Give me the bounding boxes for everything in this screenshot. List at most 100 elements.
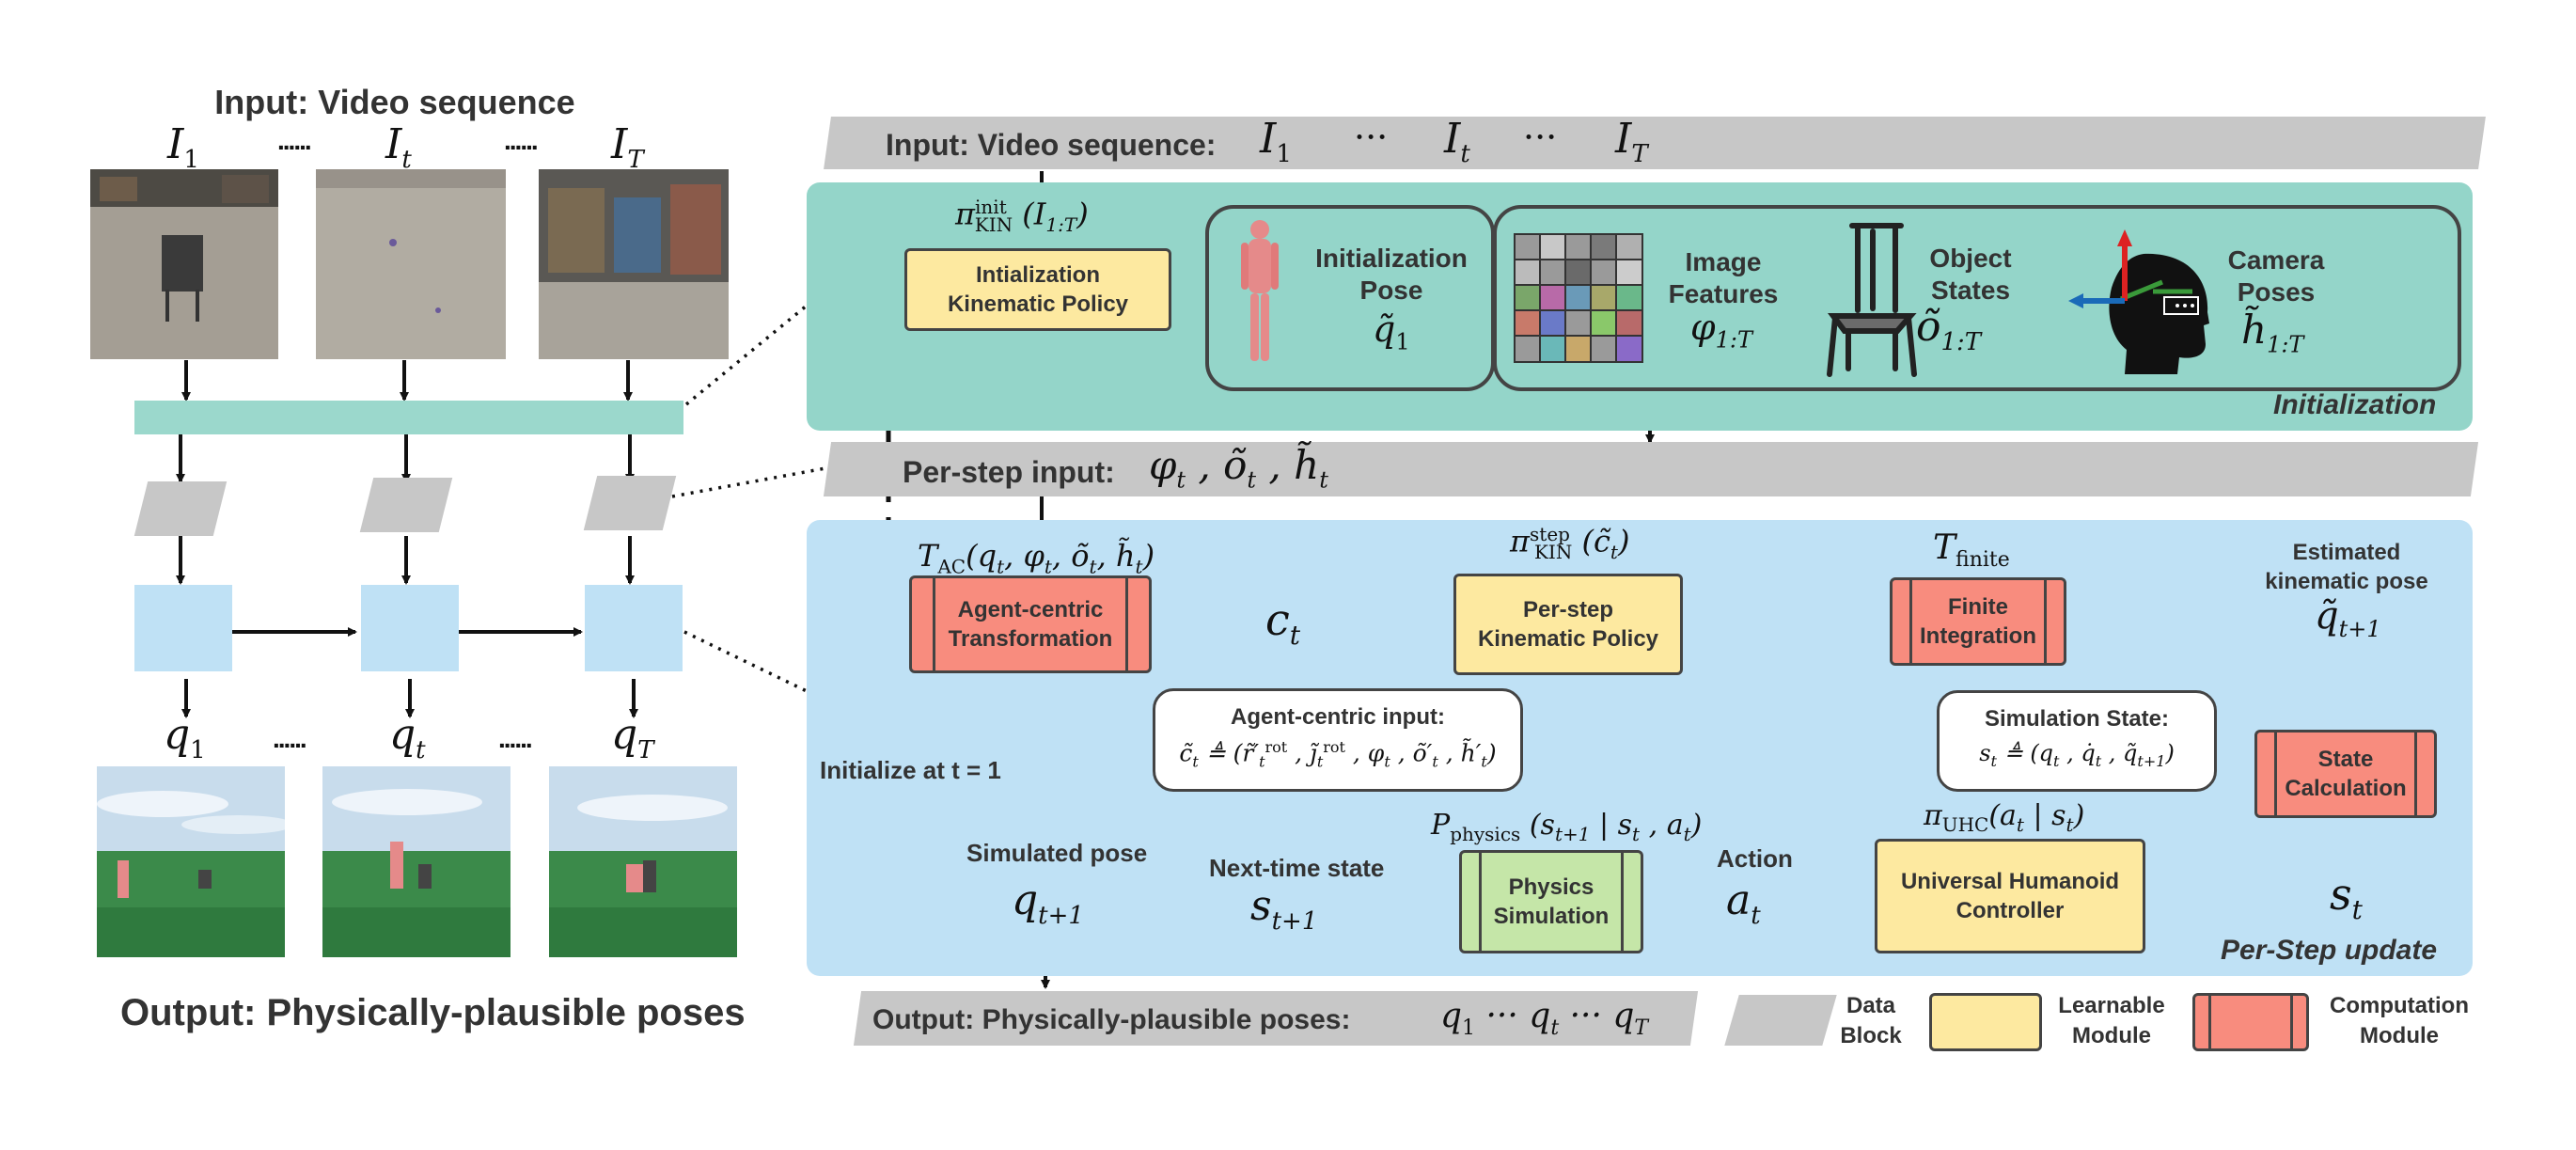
output-seq-math: q1 ··· qt ··· qT [1440, 997, 1649, 1041]
statecalc-line1: State [2317, 747, 2374, 772]
image-features-grid-icon [1514, 233, 1643, 363]
simulated-pose-label: Simulated pose [966, 839, 1148, 867]
action-label: Action [1717, 844, 1793, 873]
per-step-input-label: Per-step input: [903, 455, 1115, 489]
agent-input-math: c̃t ≜ (r̃′trot , j̃trot , φt , õ′t , h̃′… [1179, 738, 1497, 771]
legend-learnable-swatch [1929, 993, 2042, 1051]
finite-bar-left [1909, 580, 1912, 663]
step-line2: Kinematic Policy [1477, 626, 1659, 652]
init-pose-label: Initialization Pose [1307, 243, 1476, 307]
physics-math: Pphysics (st+1 | st , at) [1431, 809, 1703, 845]
tac-math: TAC(qt, φt, õt, h̃t) [918, 538, 1155, 578]
physics-line1: Physics [1508, 874, 1594, 900]
object-states-label: Object States [1914, 243, 2027, 307]
est-line1: Estimated [2292, 540, 2401, 565]
legend-learnable-line2: Module [2072, 1023, 2151, 1048]
est-line2: kinematic pose [2265, 569, 2428, 594]
statecalc-line2: Calculation [2285, 776, 2407, 801]
left-input-title: Input: Video sequence [214, 83, 575, 121]
frame-label-1: I1 [167, 120, 199, 174]
legend-computation-label: Computation Module [2315, 991, 2484, 1051]
sim-render-1 [97, 766, 285, 957]
sim-state-title: Simulation State: [1984, 706, 2170, 732]
image-features-label: Image Features [1662, 246, 1784, 310]
tac-bar-right [1125, 578, 1128, 670]
left-output-title: Output: Physically-plausible poses [120, 992, 746, 1033]
step-line1: Per-step [1522, 597, 1614, 622]
simulation-state-callout: Simulation State: st ≜ (qt , q̇t , q̃t+1… [1937, 690, 2217, 792]
ct-symbol: ct [1265, 594, 1301, 652]
update-cell-t [361, 585, 459, 671]
input-seq-I1: I1 [1260, 115, 1292, 168]
agent-input-title: Agent-centric input: [1231, 704, 1445, 730]
image-features-math: φ1:T [1690, 307, 1752, 354]
agent-centric-input-callout: Agent-centric input: c̃t ≜ (r̃′trot , j̃… [1153, 688, 1523, 792]
legend-comp-bar-right [2290, 996, 2293, 1048]
legend-learnable-label: Learnable Module [2046, 991, 2177, 1051]
finite-line2: Integration [1920, 623, 2036, 649]
input-seq-It: It [1444, 115, 1470, 168]
init-pose-math: q̃1 [1373, 308, 1410, 355]
image-features-line1: Image [1685, 247, 1762, 276]
physics-bar-left [1479, 853, 1482, 951]
st-symbol: st [2330, 869, 2363, 926]
finite-line1: Finite [1948, 594, 2008, 620]
pose-label-1: q1 [164, 711, 206, 764]
legend-data-line1: Data [1846, 993, 1896, 1018]
init-pose-line2: Pose [1359, 276, 1423, 305]
uhc-line1: Universal Humanoid [1900, 869, 2120, 894]
legend-comp-line1: Computation [2330, 993, 2469, 1018]
physics-bar-right [1621, 853, 1624, 951]
data-block-t [359, 478, 453, 532]
tac-bar-left [933, 578, 935, 670]
image-features-line2: Features [1668, 279, 1779, 308]
camera-poses-math: h̃1:T [2241, 307, 2304, 358]
init-policy-line1: Intialization [975, 262, 1100, 288]
st1-symbol: st+1 [1250, 882, 1318, 936]
pose-label-t: qt [389, 711, 426, 764]
estimated-pose-label: Estimated kinematic pose [2234, 538, 2459, 596]
init-features-bubble [1493, 205, 2461, 391]
video-frame-T [539, 169, 729, 359]
next-state-label: Next-time state [1209, 854, 1385, 882]
legend-learnable-line1: Learnable [2058, 993, 2165, 1018]
input-seq-IT: IT [1615, 115, 1648, 168]
update-cell-1 [134, 585, 232, 671]
sim-render-T [549, 766, 737, 957]
statecalc-bar-right [2414, 733, 2417, 815]
legend-comp-line2: Module [2360, 1023, 2439, 1048]
finite-math: Tfinite [1933, 528, 2010, 573]
statecalc-bar-left [2274, 733, 2277, 815]
legend-data-block-swatch [1724, 995, 1837, 1046]
zoom-line-perstep [671, 466, 826, 498]
per-step-input-math: φt , õt , h̃t [1149, 442, 1328, 494]
initialize-at-label: Initialize at t = 1 [820, 756, 1001, 784]
camera-poses-line2: Poses [2237, 277, 2316, 307]
frames-ellipsis-1: ...... [277, 126, 312, 155]
pose-label-T: qT [611, 711, 654, 764]
input-video-label: Input: Video sequence: [886, 128, 1217, 162]
camera-poses-label: Camera Poses [2213, 244, 2339, 308]
zoom-line-update [683, 630, 808, 693]
data-block-T [583, 476, 677, 530]
output-band-label: Output: Physically-plausible poses: [872, 1004, 1351, 1035]
poses-ellipsis-2: ...... [498, 724, 533, 753]
estimated-pose-math: q̃t+1 [2315, 594, 2381, 642]
physics-line2: Simulation [1493, 904, 1610, 929]
legend-comp-bar-left [2208, 996, 2211, 1048]
camera-head-icon [2068, 226, 2215, 374]
legend-data-line2: Block [1840, 1023, 1902, 1048]
frames-ellipsis-2: ...... [504, 126, 539, 155]
poses-ellipsis-1: ...... [273, 724, 307, 753]
video-frame-t [316, 169, 506, 359]
legend-computation-swatch [2192, 993, 2309, 1051]
init-policy-line2: Kinematic Policy [947, 291, 1129, 317]
step-policy-math: πstepKIN (c̃t) [1510, 523, 1630, 564]
